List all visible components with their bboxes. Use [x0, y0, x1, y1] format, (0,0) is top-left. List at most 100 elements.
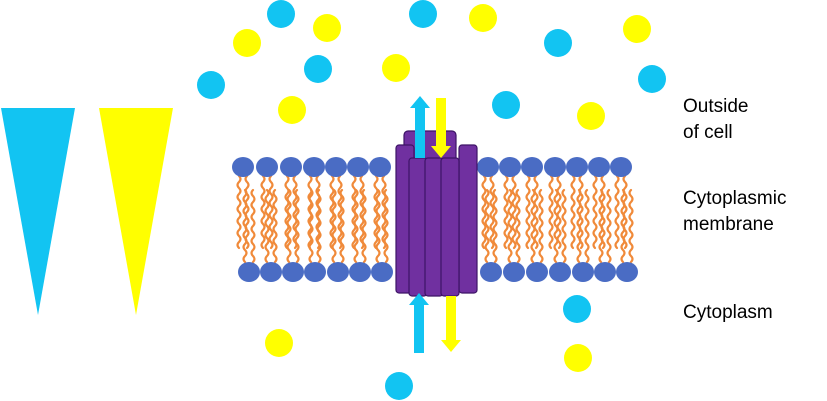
lipid-head — [549, 262, 571, 282]
lipid-head — [327, 262, 349, 282]
lipid-head — [616, 262, 638, 282]
lipid-head — [303, 157, 325, 177]
lipid-head — [566, 157, 588, 177]
lipid-head — [371, 262, 393, 282]
lipid-tail — [584, 188, 590, 264]
yellow-inward-arrow-bottom — [441, 296, 461, 352]
cyan-molecule — [563, 295, 591, 323]
lipid-tail — [592, 174, 598, 250]
cyan-molecule — [544, 29, 572, 57]
lipid-head — [280, 157, 302, 177]
lipid-head — [477, 157, 499, 177]
yellow-molecule — [469, 4, 497, 32]
lipid-head — [480, 262, 502, 282]
yellow-molecule — [233, 29, 261, 57]
lipid-head — [369, 157, 391, 177]
lipid-tail — [533, 174, 539, 250]
lipid-tail — [337, 174, 343, 250]
yellow-gradient-triangle — [99, 108, 173, 315]
lipid-tail — [375, 188, 381, 264]
lipid-tail — [515, 188, 521, 264]
lipid-tail — [264, 188, 270, 264]
lipid-tail — [556, 174, 562, 250]
outside-of-cell-label: Outside of cell — [683, 96, 749, 143]
yellow-molecule — [278, 96, 306, 124]
channel-protein — [395, 130, 478, 297]
lipid-tail — [331, 188, 337, 264]
yellow-inward-arrow-top — [431, 98, 451, 158]
lipid-head — [594, 262, 616, 282]
lipid-tail — [353, 188, 359, 264]
lipid-tail — [272, 188, 278, 264]
lipid-tail — [578, 174, 584, 250]
lipid-tail — [308, 188, 314, 264]
lipid-tail — [614, 174, 620, 250]
lipid-head — [526, 262, 548, 282]
lipid-head — [544, 157, 566, 177]
lipid-head — [256, 157, 278, 177]
cyan-molecule — [304, 55, 332, 83]
lipid-tail — [250, 188, 256, 264]
lipid-tail — [606, 188, 612, 264]
yellow-molecule — [564, 344, 592, 372]
lipid-head — [304, 262, 326, 282]
lipid-head — [588, 157, 610, 177]
molecules-cytoplasm — [265, 295, 592, 400]
lipid-tail — [548, 174, 554, 250]
lipid-tail — [361, 188, 367, 264]
lipid-tail — [292, 174, 298, 250]
lipid-head — [238, 262, 260, 282]
yellow-molecule — [313, 14, 341, 42]
lipid-tail — [294, 188, 300, 264]
lipid-tail — [383, 188, 389, 264]
lipid-tail — [525, 174, 531, 250]
cyan-molecule — [638, 65, 666, 93]
lipid-head — [349, 262, 371, 282]
lipid-head — [282, 262, 304, 282]
cyan-molecule — [267, 0, 295, 28]
lipid-tail — [511, 174, 517, 250]
lipid-tail — [286, 188, 292, 264]
lipid-tail — [622, 174, 628, 250]
cyan-molecule — [409, 0, 437, 28]
lipid-tail — [381, 174, 387, 250]
lipid-head — [499, 157, 521, 177]
lipid-head — [572, 262, 594, 282]
lipid-tail — [268, 174, 274, 250]
lipid-head — [260, 262, 282, 282]
cytoplasmic-membrane-label: Cytoplasmic membrane — [683, 188, 787, 235]
cytoplasm-label: Cytoplasm — [683, 302, 773, 323]
lipid-tail — [244, 174, 250, 250]
lipid-tail — [507, 188, 513, 264]
yellow-molecule — [577, 102, 605, 130]
molecules-outside — [197, 0, 666, 130]
lipid-tail — [260, 174, 266, 250]
lipid-head — [503, 262, 525, 282]
lipid-head — [232, 157, 254, 177]
lipid-tail — [503, 174, 509, 250]
lipid-head — [610, 157, 632, 177]
lipid-tail — [600, 174, 606, 250]
cyan-outward-arrow-bottom — [409, 293, 429, 353]
lipid-head — [325, 157, 347, 177]
lipid-tail — [561, 188, 567, 264]
lipid-head — [347, 157, 369, 177]
lipid-tail — [570, 174, 576, 250]
lipid-tail — [538, 188, 544, 264]
cyan-molecule — [197, 71, 225, 99]
yellow-molecule — [382, 54, 410, 82]
yellow-molecule — [265, 329, 293, 357]
lipid-tail — [359, 174, 365, 250]
yellow-molecule — [623, 15, 651, 43]
lipid-tail — [484, 188, 490, 264]
lipid-head — [521, 157, 543, 177]
cyan-gradient-triangle — [1, 108, 75, 315]
lipid-heads — [232, 157, 638, 282]
lipid-tail — [628, 188, 634, 264]
cyan-molecule — [385, 372, 413, 400]
lipid-tail — [339, 188, 345, 264]
lipid-tail — [489, 174, 495, 250]
cyan-molecule — [492, 91, 520, 119]
lipid-tail — [236, 174, 242, 250]
